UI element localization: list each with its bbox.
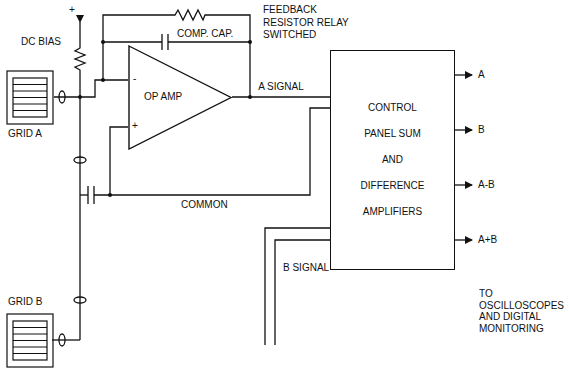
annotation: TO OSCILLOSCOPES AND DIGITAL MONITORING xyxy=(478,288,565,334)
grid-detector-icon xyxy=(6,70,54,125)
coax-shield xyxy=(74,157,86,163)
opamp-label: OP AMP xyxy=(144,91,182,103)
input-sign: + xyxy=(131,120,139,133)
output-name: A+B xyxy=(477,234,498,247)
capacitor-plate xyxy=(161,34,162,50)
grid-wire xyxy=(13,333,47,334)
output-name: A xyxy=(477,69,486,82)
panel-text: CONTROL PANEL SUM AND DIFFERENCE AMPLIFI… xyxy=(361,95,425,225)
input-sign: - xyxy=(132,73,137,86)
coax-shield xyxy=(74,297,86,303)
grid-detector: GRID B xyxy=(6,296,54,368)
wire xyxy=(80,194,88,195)
output-arrow xyxy=(455,74,472,75)
grid-wire xyxy=(13,353,47,354)
grid-wire xyxy=(13,110,47,111)
signal-name: DC BIAS xyxy=(20,36,62,49)
b-signal-wire xyxy=(275,240,330,345)
coax-shield xyxy=(59,334,65,346)
grid-wire xyxy=(13,90,47,91)
annotation: FEEDBACK RESISTOR RELAY SWITCHED xyxy=(262,4,364,42)
grid-outline xyxy=(7,71,53,124)
signal-name: COMMON xyxy=(180,199,229,212)
b-signal-wire xyxy=(265,228,330,345)
junction-dot xyxy=(108,193,112,197)
grid-frame xyxy=(7,71,53,124)
control-panel-box: CONTROL PANEL SUM AND DIFFERENCE AMPLIFI… xyxy=(330,50,455,270)
bias-wire xyxy=(79,22,80,45)
annotation: COMP. CAP. xyxy=(176,28,234,41)
junction-dot xyxy=(101,40,105,44)
output-arrow xyxy=(455,129,472,130)
output-name: B xyxy=(477,124,486,137)
wire xyxy=(52,339,80,340)
grid-wire xyxy=(13,103,47,104)
wire xyxy=(110,127,128,195)
signal-wire xyxy=(232,96,330,97)
capacitor-plate xyxy=(87,186,88,204)
grid-wire xyxy=(13,97,47,98)
wire xyxy=(103,41,162,42)
junction-dot xyxy=(248,40,252,44)
opamp-outline xyxy=(129,46,231,149)
grid-label: GRID A xyxy=(8,128,42,140)
wire xyxy=(168,41,250,42)
polarity-sign: + xyxy=(68,4,76,17)
grid-plate xyxy=(13,321,47,360)
grid-detector: GRID A xyxy=(6,70,54,142)
grid-plate xyxy=(13,78,47,117)
output-arrow xyxy=(455,239,472,240)
grid-wire xyxy=(13,346,47,347)
grid-label: GRID B xyxy=(8,296,42,308)
signal-name: A SIGNAL xyxy=(257,81,305,94)
signal-wire xyxy=(54,80,128,97)
output-name: A-B xyxy=(477,179,496,192)
signal-name: B SIGNAL xyxy=(282,262,330,275)
grid-wire xyxy=(13,340,47,341)
grid-outline xyxy=(7,314,53,367)
grid-wire xyxy=(13,84,47,85)
resistor-symbol xyxy=(75,45,85,72)
grid-frame xyxy=(7,314,53,367)
output-arrow xyxy=(455,184,472,185)
bias-bus xyxy=(79,72,80,340)
grid-wire xyxy=(13,327,47,328)
opamp-triangle: OP AMP xyxy=(128,45,232,150)
grid-detector-icon xyxy=(6,313,54,368)
